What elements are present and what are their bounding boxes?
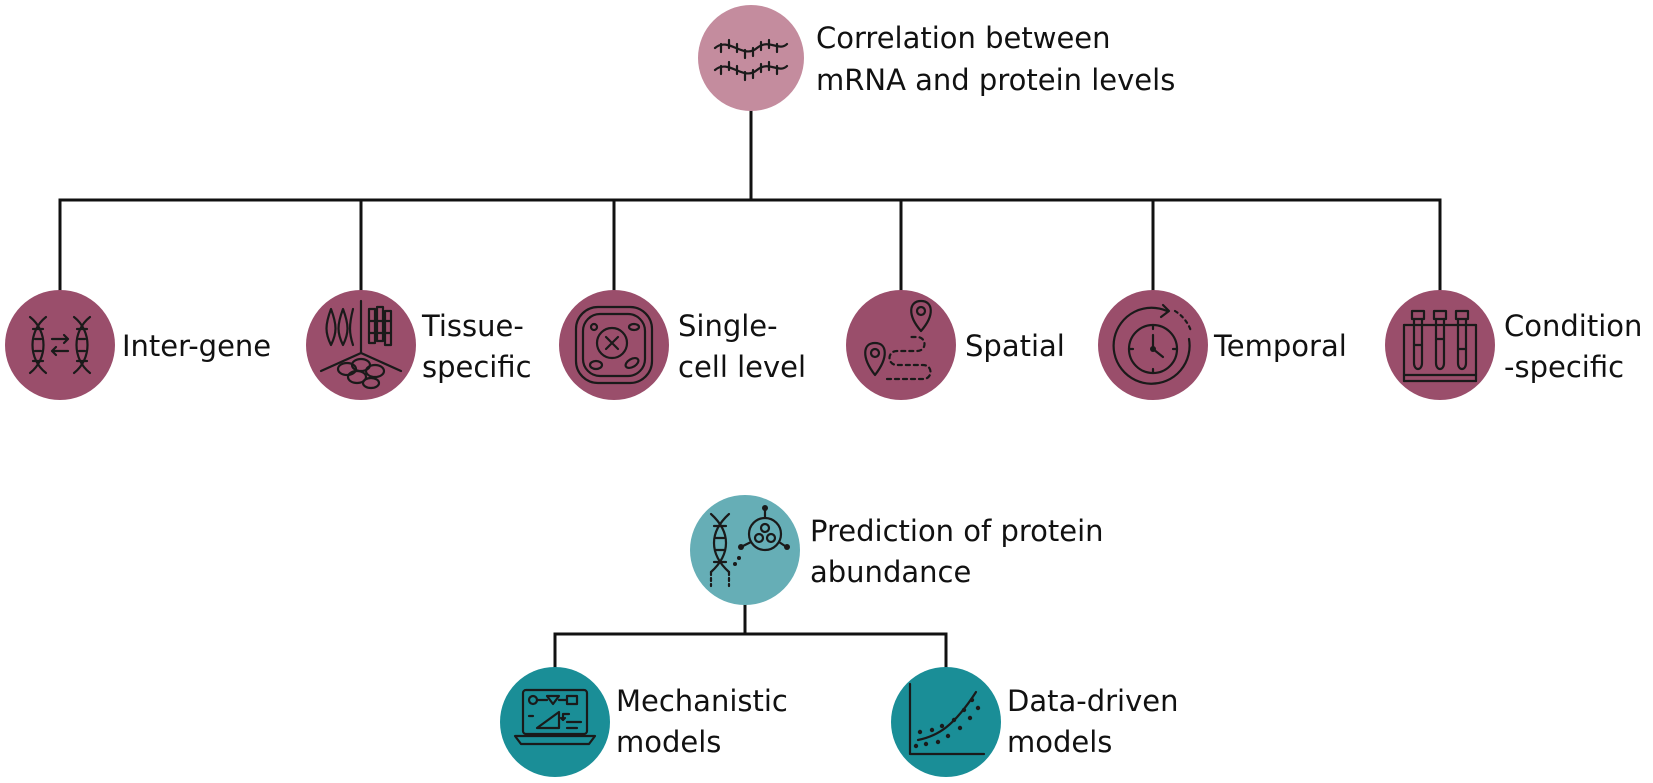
- spatial-label-line-1: Spatial: [965, 329, 1065, 363]
- location-path-icon: [864, 299, 932, 381]
- correlation-title: Correlation between mRNA and protein lev…: [816, 21, 1175, 97]
- inter-gene-label: Inter-gene: [122, 329, 271, 363]
- model-data-driven: Data-driven models: [891, 667, 1188, 777]
- correlation-root-circle: [698, 5, 804, 111]
- condition-specific-label-line-2: -specific: [1504, 350, 1624, 384]
- prediction-root-circle: [690, 495, 800, 605]
- test-tubes-icon: [1402, 309, 1478, 383]
- dna-molecule-icon: [709, 505, 790, 588]
- correlation-root-node: Correlation between mRNA and protein lev…: [698, 5, 1175, 111]
- temporal-label: Temporal: [1213, 329, 1347, 363]
- correlation-title-line-2: mRNA and protein levels: [816, 63, 1175, 97]
- data-driven-models-label: Data-driven models: [1007, 684, 1188, 759]
- single-cell-level-label: Single- cell level: [678, 309, 806, 384]
- category-single-cell-level: Single- cell level: [559, 290, 806, 400]
- prediction-title: Prediction of protein abundance: [810, 514, 1113, 589]
- prediction-connectors: [553, 598, 948, 670]
- condition-specific-circle: [1385, 290, 1495, 400]
- data-driven-models-label-line-2: models: [1007, 725, 1112, 759]
- category-tissue-specific: Tissue- specific: [306, 290, 533, 400]
- mechanistic-models-label-line-1: Mechanistic: [616, 684, 788, 718]
- prediction-root-node: Prediction of protein abundance: [690, 495, 1113, 605]
- category-inter-gene: Inter-gene: [5, 290, 271, 400]
- condition-specific-label-line-1: Condition: [1504, 309, 1642, 343]
- laptop-diagram-icon: [513, 688, 597, 746]
- single-cell-level-label-line-2: cell level: [678, 350, 806, 384]
- clock-cycle-icon: [1112, 303, 1193, 385]
- category-temporal: Temporal: [1098, 290, 1347, 400]
- data-driven-models-label-line-1: Data-driven: [1007, 684, 1178, 718]
- tissue-specific-label-line-1: Tissue-: [421, 309, 524, 343]
- prediction-title-line-1: Prediction of protein: [810, 514, 1104, 548]
- mrna-strands-icon: [713, 38, 789, 82]
- prediction-title-line-2: abundance: [810, 555, 971, 589]
- model-mechanistic: Mechanistic models: [500, 667, 797, 777]
- mechanistic-models-label: Mechanistic models: [616, 684, 797, 759]
- correlation-connectors: [58, 108, 1442, 292]
- single-cell-level-label-line-1: Single-: [678, 309, 778, 343]
- spatial-circle: [846, 290, 956, 400]
- tissue-specific-label-line-2: specific: [422, 350, 532, 384]
- scatter-fit-icon: [908, 682, 986, 756]
- category-condition-specific: Condition -specific: [1385, 290, 1652, 400]
- inter-gene-label-line-1: Inter-gene: [122, 329, 271, 363]
- category-spatial: Spatial: [846, 290, 1065, 400]
- dna-double-helix-icon: [28, 315, 92, 375]
- condition-specific-label: Condition -specific: [1504, 309, 1652, 384]
- cell-icon: [574, 305, 654, 385]
- temporal-label-line-1: Temporal: [1213, 329, 1347, 363]
- data-driven-models-circle: [891, 667, 1001, 777]
- mechanistic-models-label-line-2: models: [616, 725, 721, 759]
- tissue-specific-label: Tissue- specific: [421, 309, 533, 384]
- spatial-label: Spatial: [965, 329, 1065, 363]
- correlation-title-line-1: Correlation between: [816, 21, 1111, 55]
- tissue-types-icon: [319, 299, 403, 390]
- inter-gene-circle: [5, 290, 115, 400]
- mechanistic-models-circle: [500, 667, 610, 777]
